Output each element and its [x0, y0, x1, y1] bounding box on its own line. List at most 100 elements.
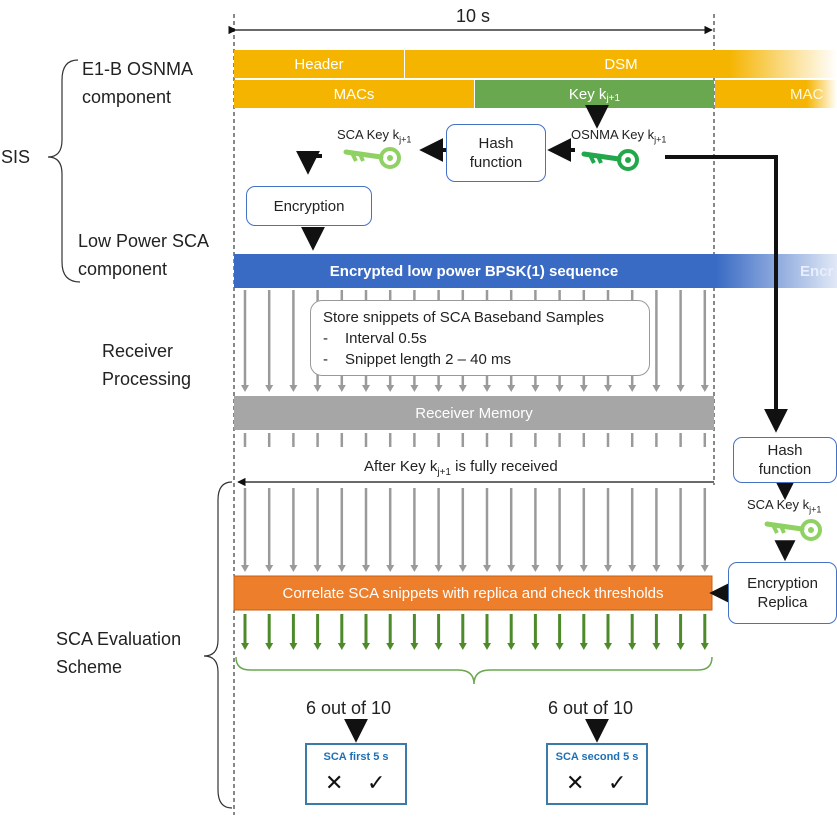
store-item-2: -Snippet length 2 – 40 ms: [323, 349, 637, 370]
encryption-replica-line1: Encryption: [747, 575, 818, 592]
readout-arrow: [289, 488, 298, 572]
readout-arrow: [434, 488, 443, 572]
result-box-first: SCA first 5 s ✕ ✓: [305, 743, 407, 805]
decision-arrow: [241, 614, 249, 650]
readout-arrow: [386, 488, 395, 572]
store-item-2-bullet: -: [323, 351, 328, 368]
decision-arrow: [628, 614, 637, 650]
result-second-title: SCA second 5 s: [555, 751, 639, 763]
decision-arrow: [652, 614, 661, 650]
decision-arrow: [434, 614, 443, 650]
osnma-key-icon: [581, 149, 639, 171]
hash-function-line2: function: [469, 154, 523, 171]
receiver-memory-text: Receiver Memory: [415, 404, 533, 422]
result-box-second: SCA second 5 s ✕ ✓: [546, 743, 648, 805]
receiver-memory-bar: [234, 396, 714, 430]
store-item-1: -Interval 0.5s: [323, 328, 637, 349]
dsm-text: DSM: [604, 55, 638, 73]
key-text-main: Key k: [568, 85, 607, 103]
decision-arrow: [483, 614, 491, 650]
receiver-label-line1: Receiver: [102, 341, 174, 361]
e1b-label-line1: E1-B OSNMA: [82, 59, 194, 79]
encryption-box: Encryption: [246, 186, 372, 226]
low-power-next-text: Encr: [800, 262, 834, 280]
decision-arrow: [700, 614, 709, 650]
decision-arrow: [604, 614, 612, 650]
right-hash-line1: Hash: [767, 442, 803, 459]
sca-key-label: SCA Key kj+1: [337, 127, 411, 145]
readout-arrow: [362, 488, 370, 572]
low-power-text: Encrypted low power BPSK(1) sequence: [329, 262, 619, 280]
after-key-text: After Key kj+1 is fully received: [364, 458, 558, 478]
low-power-bar: [234, 254, 837, 288]
check-icon: ✓: [367, 770, 386, 795]
decision-arrow: [265, 614, 274, 650]
check-icon: ✓: [608, 770, 627, 795]
duration-label: 10 s: [456, 6, 491, 26]
key-bar: [475, 80, 714, 108]
sample-arrow: [700, 290, 709, 392]
decision-arrow: [579, 614, 588, 650]
key-route-arrow: [665, 155, 788, 433]
encryption-replica-line2: Replica: [757, 594, 808, 611]
decision-arrow: [458, 614, 467, 650]
hash-function-line1: Hash: [478, 135, 514, 152]
threshold-first: 6 out of 10: [306, 698, 392, 718]
osnma-key-label-sub: j+1: [654, 134, 667, 145]
scakey-to-encryption-arrow: [296, 150, 322, 175]
osnma-key-label: OSNMA Key kj+1: [571, 127, 666, 145]
readout-arrow: [652, 488, 661, 572]
output-brace: [235, 656, 713, 685]
decision-arrow: [555, 614, 564, 650]
readout-arrow: [241, 488, 249, 572]
readout-arrow: [265, 488, 274, 572]
cross-icon: ✕: [325, 770, 344, 795]
readout-arrow: [676, 488, 685, 572]
readout-arrow: [531, 488, 540, 572]
macs-next-bar: [715, 80, 837, 108]
sca-key-icon: [343, 147, 401, 169]
readout-arrow: [410, 488, 419, 572]
sca-key-label-sub: j+1: [399, 134, 412, 145]
encryption-replica-box: Encryption Replica: [728, 562, 837, 624]
right-sca-key-icon: [764, 519, 822, 541]
readout-arrow: [337, 488, 346, 572]
right-hash-line2: function: [758, 461, 812, 478]
sis-label: SIS: [1, 147, 31, 167]
readout-arrow: [458, 488, 467, 572]
macs-next-text: MAC: [790, 85, 824, 103]
decision-arrow: [313, 614, 322, 650]
decision-arrow: [337, 614, 346, 650]
sca-eval-brace: [203, 481, 233, 809]
decision-arrow: [676, 614, 685, 650]
decision-arrow: [507, 614, 516, 650]
sca-eval-label-line2: Scheme: [56, 657, 123, 677]
decision-arrow: [531, 614, 540, 650]
sample-arrow: [265, 290, 274, 392]
after-key-prefix: After Key k: [364, 458, 438, 475]
decision-arrow: [362, 614, 370, 650]
store-snippets-box: Store snippets of SCA Baseband Samples -…: [310, 300, 650, 376]
hash-function-box: Hash function: [446, 124, 546, 182]
e1b-label-line2: component: [82, 87, 172, 107]
after-key-suffix: is fully received: [450, 458, 558, 475]
right-sca-key-label: SCA Key kj+1: [747, 497, 821, 515]
sample-arrow: [676, 290, 685, 392]
correlate-text: Correlate SCA snippets with replica and …: [282, 584, 664, 602]
header-bar: [234, 50, 404, 78]
header-text: Header: [294, 55, 344, 73]
readout-arrow: [555, 488, 564, 572]
readout-arrow: [628, 488, 637, 572]
after-key-sub: j+1: [437, 467, 451, 478]
receiver-label-line2: Processing: [102, 369, 192, 389]
store-snippets-title: Store snippets of SCA Baseband Samples: [323, 309, 605, 326]
sample-arrow: [652, 290, 661, 392]
key-icons: [343, 147, 822, 541]
macs-text: MACs: [333, 85, 375, 103]
sample-arrow: [289, 290, 298, 392]
readout-arrow: [507, 488, 516, 572]
readout-arrow: [579, 488, 588, 572]
readout-arrow: [700, 488, 709, 572]
